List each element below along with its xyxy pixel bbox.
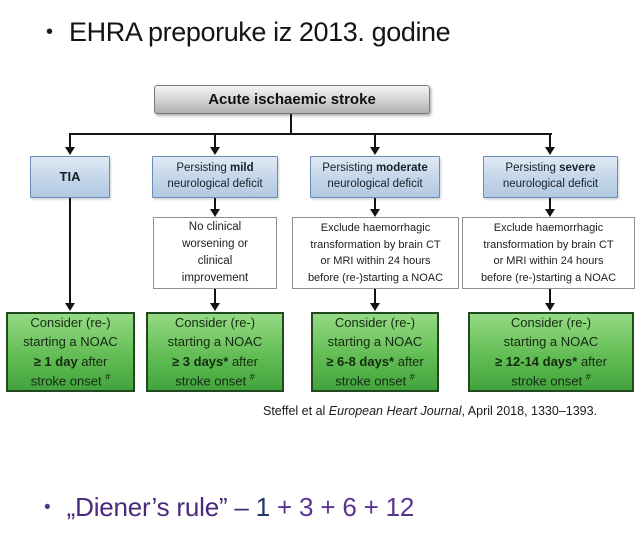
middle-line: transformation by brain CT: [310, 238, 441, 251]
branch-label-line2: neurological deficit: [502, 178, 599, 190]
outcome-line1: Consider (re-): [174, 314, 256, 330]
outcome-line1: Consider (re-): [510, 314, 592, 330]
middle-line: clinical: [197, 255, 233, 267]
branch-label-line1: Persisting severe: [505, 162, 596, 175]
outcome-line3: ≥ 3 days* after: [172, 353, 258, 369]
middle-line: transformation by brain CT: [483, 238, 614, 251]
flowchart-root-box: Acute ischaemic stroke: [154, 85, 430, 114]
middle-line: or MRI within 24 hours: [493, 255, 604, 267]
citation-tail: , April 2018, 1330–1393.: [461, 404, 598, 418]
arrowhead-down-icon: [545, 209, 555, 217]
outcome-box-mild: Consider (re-) starting a NOAC ≥ 3 days*…: [146, 312, 284, 392]
middle-line: or MRI within 24 hours: [320, 255, 431, 267]
middle-line: No clinical: [188, 220, 242, 233]
branch-box-mild: Persisting mild neurological deficit: [152, 156, 278, 198]
connector-stem-moderate: [374, 134, 376, 148]
citation-journal: European Heart Journal: [328, 404, 462, 418]
branch-label-line1: Persisting mild: [176, 162, 254, 175]
arrowhead-down-icon: [370, 209, 380, 217]
outcome-box-tia: Consider (re-) starting a NOAC ≥ 1 day a…: [6, 312, 135, 392]
arrowhead-down-icon: [545, 147, 555, 155]
middle-line: before (re-)starting a NOAC: [480, 271, 617, 284]
middle-line: Exclude haemorrhagic: [320, 222, 431, 234]
footer-rule-label: „Diener’s rule” –: [66, 492, 256, 522]
citation: Steffel et al European Heart Journal, Ap…: [263, 404, 597, 418]
outcome-line1: Consider (re-): [30, 314, 111, 330]
outcome-line2: starting a NOAC: [23, 334, 118, 350]
connector-moderate-to-middle: [374, 198, 376, 210]
footer-text: „Diener’s rule” – 1 + 3 + 6 + 12: [66, 492, 415, 523]
connector-severe-to-middle: [549, 198, 551, 210]
branch-box-tia: TIA: [30, 156, 110, 198]
title-bullet-icon: •: [46, 21, 54, 43]
arrowhead-down-icon: [210, 209, 220, 217]
outcome-line3: ≥ 1 day after: [33, 353, 108, 369]
branch-label-line2: neurological deficit: [327, 178, 423, 190]
connector-stem-mild: [214, 134, 216, 148]
connector-stem-severe: [549, 134, 551, 148]
middle-line: before (re-)starting a NOAC: [307, 271, 444, 284]
middle-line: Exclude haemorrhagic: [493, 222, 604, 234]
outcome-line2: starting a NOAC: [503, 334, 599, 350]
arrowhead-down-icon: [210, 303, 220, 311]
branch-label: TIA: [59, 169, 81, 185]
connector-stem-tia: [69, 134, 71, 148]
connector-root-stub: [290, 114, 292, 134]
footer-bullet-line: • „Diener’s rule” – 1 + 3 + 6 + 12: [44, 492, 414, 523]
outcome-line4: stroke onset #: [335, 372, 415, 389]
outcome-line4: stroke onset #: [511, 372, 591, 389]
middle-box-mild: No clinical worsening or clinical improv…: [153, 217, 277, 289]
arrowhead-down-icon: [65, 303, 75, 311]
connector-moderate-to-green: [374, 289, 376, 304]
outcome-line4: stroke onset #: [30, 372, 111, 389]
footer-bullet-icon: •: [44, 497, 51, 518]
outcome-line4: stroke onset #: [175, 372, 255, 389]
middle-line: improvement: [181, 272, 249, 285]
arrowhead-down-icon: [370, 303, 380, 311]
citation-authors: Steffel et al: [263, 404, 329, 418]
middle-box-severe: Exclude haemorrhagic transformation by b…: [462, 217, 635, 289]
outcome-line3: ≥ 6-8 days* after: [326, 353, 424, 369]
connector-severe-to-green: [549, 289, 551, 304]
connector-horizontal-rail: [69, 133, 552, 135]
branch-box-severe: Persisting severe neurological deficit: [483, 156, 618, 198]
outcome-line2: starting a NOAC: [167, 334, 263, 350]
arrowhead-down-icon: [65, 147, 75, 155]
footer-number-1: 1: [255, 492, 270, 522]
branch-box-moderate: Persisting moderate neurological deficit: [310, 156, 440, 198]
connector-mild-to-middle: [214, 198, 216, 210]
outcome-box-moderate: Consider (re-) starting a NOAC ≥ 6-8 day…: [311, 312, 439, 392]
connector-mild-to-green: [214, 289, 216, 304]
connector-tia-to-green: [69, 198, 71, 304]
middle-line: worsening or: [182, 237, 248, 250]
flowchart-root-label: Acute ischaemic stroke: [208, 91, 376, 108]
middle-box-moderate: Exclude haemorrhagic transformation by b…: [292, 217, 459, 289]
arrowhead-down-icon: [370, 147, 380, 155]
arrowhead-down-icon: [210, 147, 220, 155]
outcome-box-severe: Consider (re-) starting a NOAC ≥ 12-14 d…: [468, 312, 634, 392]
outcome-line1: Consider (re-): [334, 314, 416, 330]
footer-number-rest: + 3 + 6 + 12: [270, 492, 415, 522]
outcome-line3: ≥ 12-14 days* after: [495, 353, 607, 369]
branch-label-line1: Persisting moderate: [322, 162, 428, 175]
slide-title-text: EHRA preporuke iz 2013. godine: [69, 17, 451, 47]
slide-title: • EHRA preporuke iz 2013. godine: [46, 17, 451, 48]
arrowhead-down-icon: [545, 303, 555, 311]
branch-label-line2: neurological deficit: [167, 178, 263, 190]
outcome-line2: starting a NOAC: [327, 334, 423, 350]
